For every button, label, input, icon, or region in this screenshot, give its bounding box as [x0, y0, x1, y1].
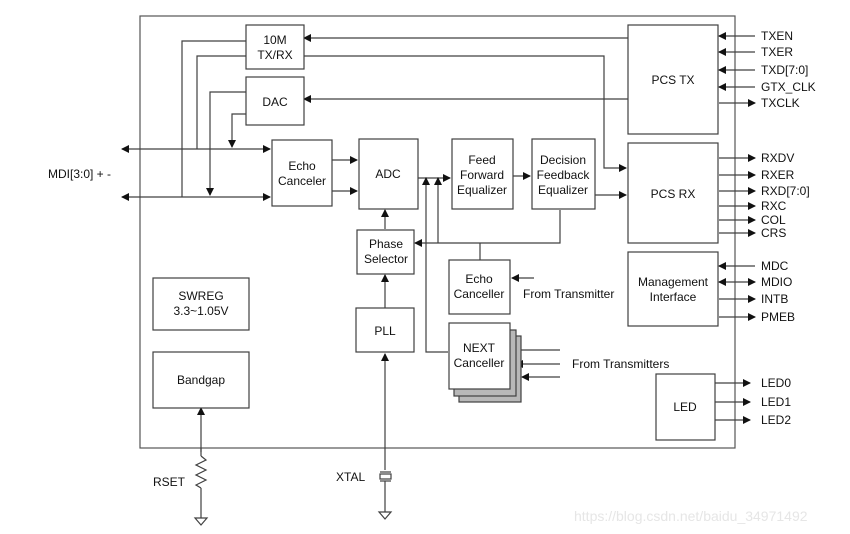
from-transmitter-label: From Transmitter	[523, 287, 614, 301]
block-led-label: LED	[673, 400, 697, 414]
wires	[121, 34, 628, 526]
signal-label-txd-7-0-: TXD[7:0]	[761, 63, 808, 77]
signal-label-pmeb: PMEB	[761, 310, 795, 324]
block-ffe-label-2: Forward	[460, 168, 504, 182]
block-next-label-1: NEXT	[463, 341, 496, 355]
block-phase-label-2: Selector	[364, 252, 408, 266]
signal-label-led0: LED0	[761, 376, 791, 390]
signal-label-led1: LED1	[761, 395, 791, 409]
block-echo-canceller-label-2: Canceller	[454, 287, 505, 301]
xtal-label: XTAL	[336, 470, 365, 484]
block-bandgap	[152, 351, 250, 409]
block-phase-label-1: Phase	[369, 237, 403, 251]
block-swreg	[152, 277, 250, 331]
signal-label-col: COL	[761, 213, 786, 227]
block-adc-label: ADC	[375, 167, 401, 181]
block-next-canceller	[448, 322, 511, 390]
signal-label-gtx-clk: GTX_CLK	[761, 80, 816, 94]
block-10m-label-2: TX/RX	[257, 48, 292, 62]
block-10m-txrx	[245, 24, 305, 70]
signal-label-mdc: MDC	[761, 259, 789, 273]
block-ffe-label-1: Feed	[468, 153, 495, 167]
wire-10m-to-mdi-top	[196, 55, 246, 149]
management-signals: MDC MDIO INTB PMEB	[718, 259, 795, 324]
signal-label-txen: TXEN	[761, 29, 793, 43]
block-ffe-label-3: Equalizer	[457, 183, 507, 197]
block-10m-label-1: 10M	[263, 33, 286, 47]
wire-10m-to-pcsrx	[304, 55, 627, 172]
resistor-icon	[194, 455, 208, 489]
block-dfe-label-3: Equalizer	[538, 183, 588, 197]
watermark: https://blog.csdn.net/baidu_34971492	[574, 508, 808, 524]
block-dfe-label-2: Feedback	[537, 168, 591, 182]
wire-10m-to-mdi-bottom	[181, 40, 246, 197]
block-pll-label: PLL	[374, 324, 396, 338]
mdi-label: MDI[3:0] + -	[48, 167, 111, 181]
signal-label-txclk: TXCLK	[761, 96, 800, 110]
block-next-label-2: Canceller	[454, 356, 505, 370]
block-pcs-rx	[627, 142, 719, 244]
block-led	[655, 373, 716, 441]
pcs-tx-signals: TXEN TXER TXD[7:0] GTX_CLK TXCLK	[718, 29, 816, 110]
block-swreg-label-2: 3.3~1.05V	[173, 304, 228, 318]
signal-label-txer: TXER	[761, 45, 793, 59]
block-bandgap-label: Bandgap	[177, 373, 225, 387]
block-ffe	[451, 138, 514, 210]
block-pcs-rx-label: PCS RX	[651, 187, 696, 201]
crystal-icon	[379, 473, 392, 480]
ground-icon-rset	[193, 517, 209, 526]
block-dac-label: DAC	[262, 95, 288, 109]
block-adc	[358, 138, 419, 210]
block-mgmt-label-1: Management	[638, 275, 709, 289]
signal-label-mdio: MDIO	[761, 275, 792, 289]
signal-label-rxdv: RXDV	[761, 151, 794, 165]
block-swreg-label-1: SWREG	[178, 289, 223, 303]
wire-dfe-to-phase	[414, 210, 561, 247]
signal-label-rxc: RXC	[761, 199, 787, 213]
rset-label: RSET	[153, 475, 186, 489]
ground-icon-xtal	[377, 511, 393, 520]
from-transmitters-label: From Transmitters	[572, 357, 669, 371]
wire-dac-to-mdi-top	[228, 113, 246, 148]
block-echo-canceller-label-1: Echo	[465, 272, 493, 286]
signal-label-crs: CRS	[761, 226, 786, 240]
block-echo-canceler-label-1: Echo	[288, 159, 316, 173]
block-management-interface	[627, 251, 719, 327]
block-pcs-tx	[627, 24, 719, 135]
wire-next-to-adc-sum	[422, 177, 448, 353]
block-phase-selector	[356, 229, 415, 275]
signal-label-intb: INTB	[761, 292, 788, 306]
signal-label-led2: LED2	[761, 413, 791, 427]
block-echo-canceller	[448, 259, 511, 315]
block-mgmt-label-2: Interface	[650, 290, 697, 304]
block-dfe-label-1: Decision	[540, 153, 586, 167]
wire-dac-to-mdi-bottom	[206, 91, 246, 196]
block-dfe	[531, 138, 596, 210]
block-pcs-tx-label: PCS TX	[651, 73, 694, 87]
block-dac	[245, 76, 305, 126]
signal-label-rxd-7-0-: RXD[7:0]	[761, 184, 810, 198]
block-echo-canceler	[271, 139, 333, 207]
signal-label-rxer: RXER	[761, 168, 795, 182]
block-echo-canceler-label-2: Canceler	[278, 174, 326, 188]
block-pll	[355, 307, 415, 353]
